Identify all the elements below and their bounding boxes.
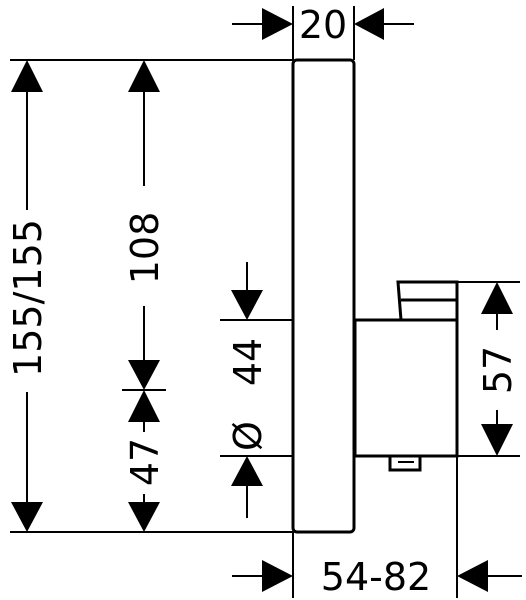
extension-lines [10, 6, 520, 598]
dimension-upper-height: 108 [123, 60, 167, 390]
dimension-lower-height: 47 [122, 389, 167, 532]
dimension-54-82-label: 54-82 [321, 555, 431, 599]
dimension-depth-top: 20 [232, 3, 414, 47]
dimension-44-label: 44 [226, 338, 270, 386]
bottom-stub [388, 456, 422, 472]
dimension-box-height: 57 [476, 282, 520, 456]
dimension-total-height: 155/155 [6, 60, 50, 532]
faceplate [291, 58, 356, 534]
dimension-108-label: 108 [123, 212, 167, 285]
thermostat-body [353, 318, 459, 458]
dimension-47-label: 47 [123, 438, 167, 486]
dimension-diameter: Ø 44 [226, 262, 270, 518]
dimension-20-label: 20 [299, 3, 347, 47]
dimension-155-label: 155/155 [6, 219, 50, 377]
dimension-installation-depth: 54-82 [232, 555, 522, 599]
dimension-57-label: 57 [476, 346, 520, 394]
product-outline [291, 58, 459, 534]
diameter-symbol: Ø [226, 421, 270, 451]
